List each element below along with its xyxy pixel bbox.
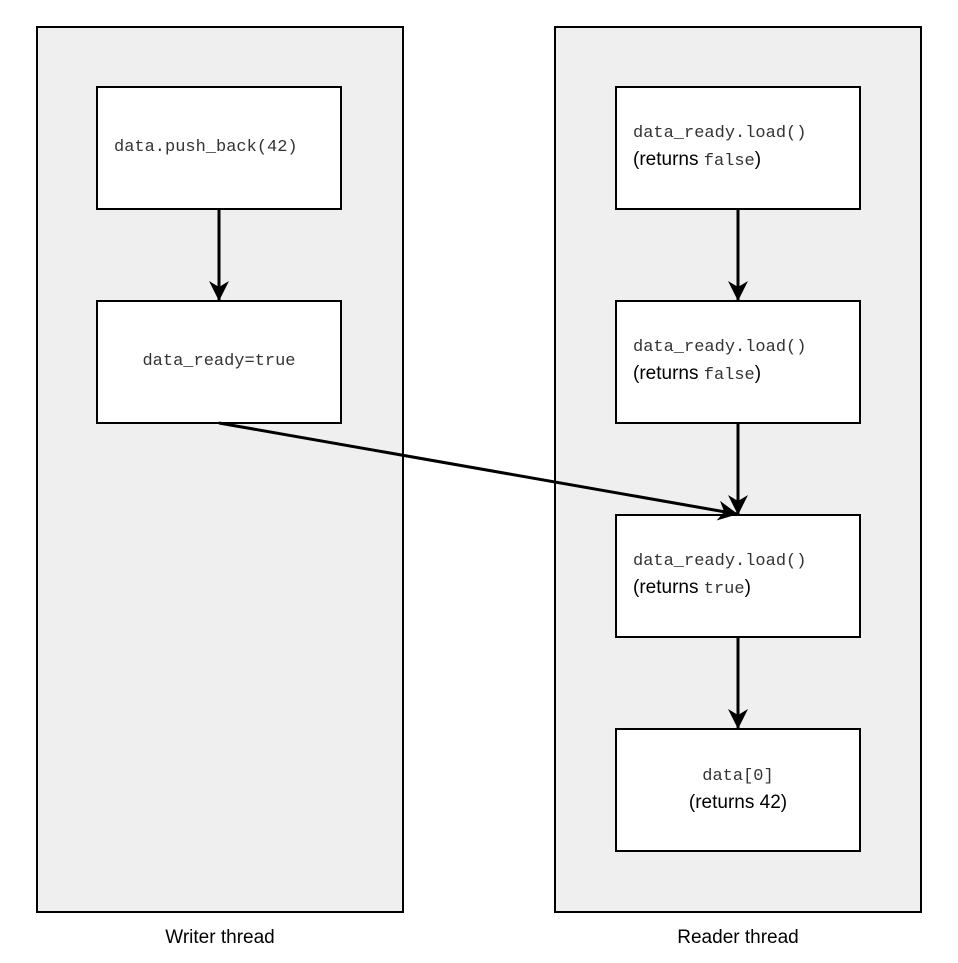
reader-step-4-result: (returns 42): [688, 792, 788, 813]
writer-thread-caption: Writer thread: [165, 927, 275, 948]
reader-step-2-code: data_ready.load(): [633, 338, 807, 357]
reader-step-load-3: data_ready.load() (returns true): [615, 514, 861, 638]
writer-step-1-code: data.push_back(42): [114, 138, 298, 157]
reader-step-4-code: data[0]: [702, 767, 774, 786]
reader-step-1-result-value: false: [703, 152, 755, 171]
reader-step-2-result-value: false: [703, 366, 755, 385]
reader-step-3-result-suffix: ): [744, 577, 751, 598]
reader-step-1-result: (returns false): [633, 147, 851, 175]
reader-thread-caption: Reader thread: [677, 927, 799, 948]
reader-step-1-result-suffix: ): [754, 149, 762, 170]
reader-step-3-code: data_ready.load(): [633, 552, 807, 571]
reader-step-load-2: data_ready.load() (returns false): [615, 300, 861, 424]
reader-step-2-result: (returns false): [633, 361, 851, 389]
reader-step-read-data: data[0] (returns 42): [615, 728, 861, 852]
reader-step-1-code: data_ready.load(): [633, 124, 807, 143]
reader-step-load-1: data_ready.load() (returns false): [615, 86, 861, 210]
writer-step-push-back: data.push_back(42): [96, 86, 342, 210]
reader-step-1-result-prefix: (returns: [633, 149, 704, 170]
reader-step-3-result: (returns true): [633, 575, 851, 603]
writer-step-2-code: data_ready=true: [142, 352, 296, 371]
reader-step-2-result-prefix: (returns: [633, 363, 704, 384]
reader-step-3-result-prefix: (returns: [633, 577, 704, 598]
reader-step-2-result-suffix: ): [754, 363, 762, 384]
writer-step-set-ready: data_ready=true: [96, 300, 342, 424]
reader-step-3-result-value: true: [703, 580, 745, 599]
